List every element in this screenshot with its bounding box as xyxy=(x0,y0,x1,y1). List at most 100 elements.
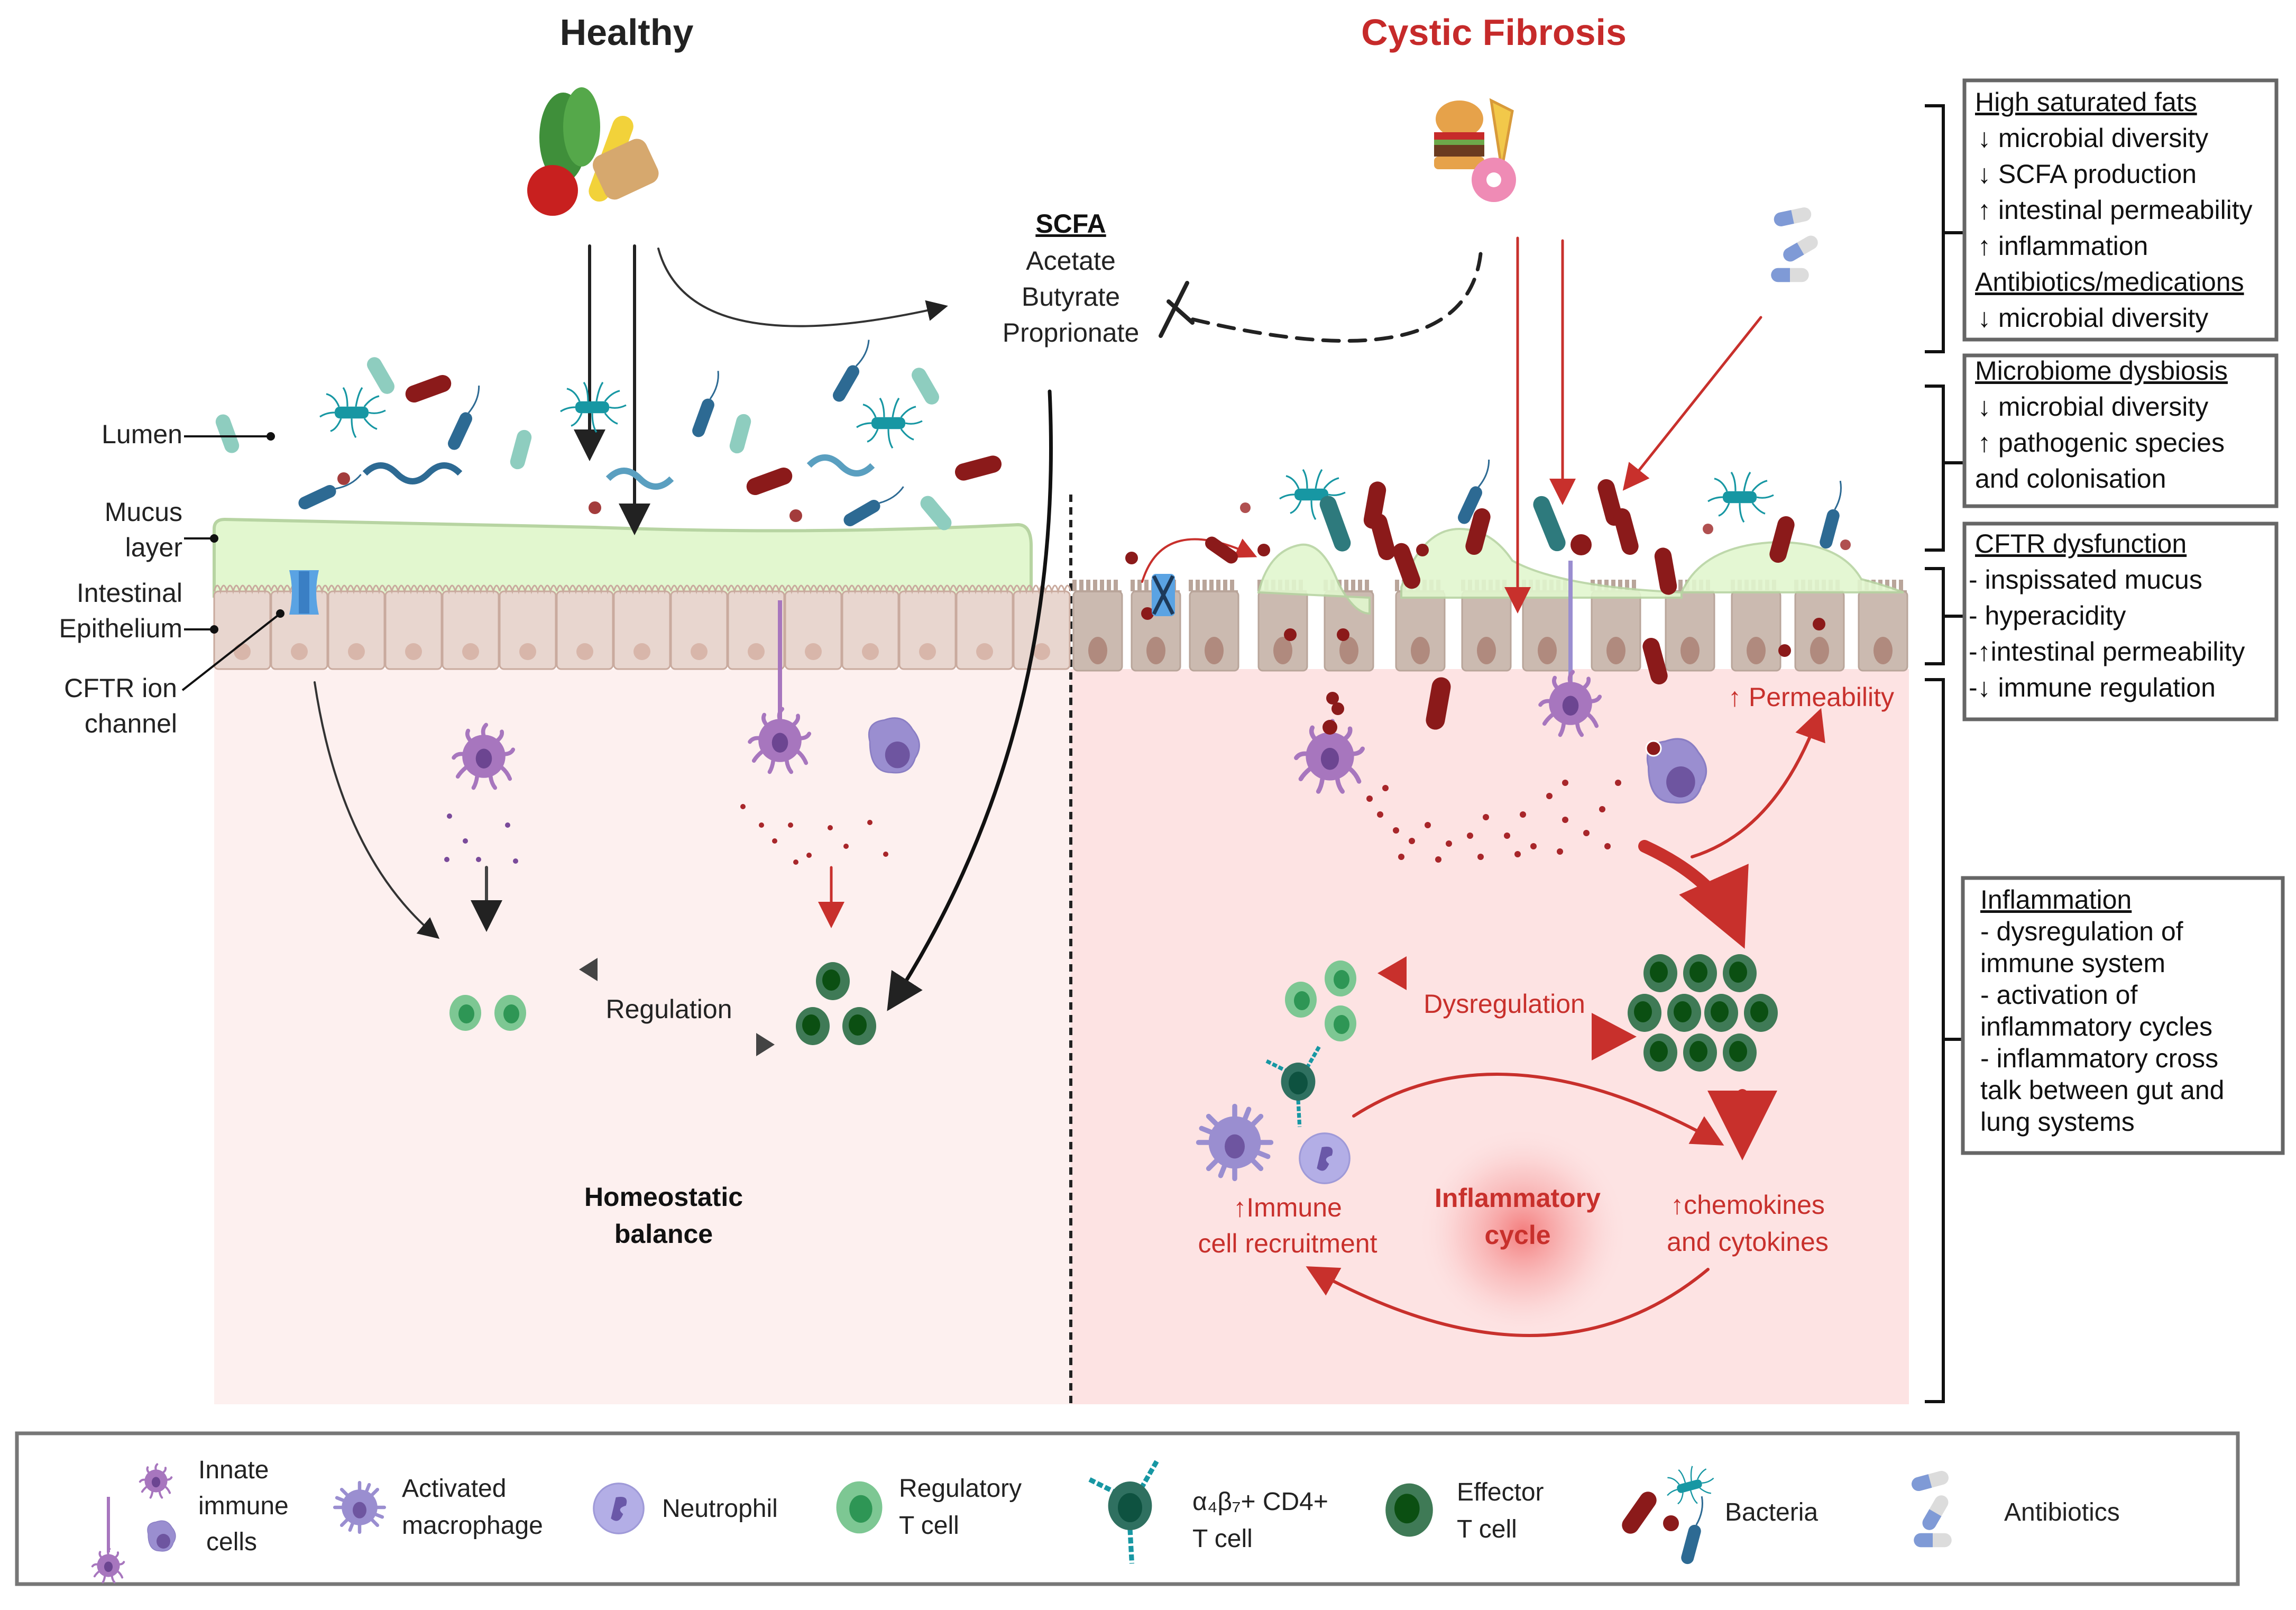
antibiotics-pills-icon xyxy=(1771,206,1821,282)
epithelial-cell xyxy=(613,584,672,670)
side-box-heading: Inflammation xyxy=(1980,885,2132,914)
immune-recruitment-label: ↑Immune xyxy=(1233,1193,1342,1222)
cf-immune-cells xyxy=(1199,561,1778,1184)
side-box-line: -↑intestinal permeability xyxy=(1969,637,2245,666)
legend-label: immune xyxy=(198,1492,289,1520)
cytokine-dot xyxy=(1446,840,1452,847)
cytokine-dot xyxy=(1514,851,1521,857)
effector-t-cell xyxy=(1744,994,1778,1032)
fast-food-icon xyxy=(1434,98,1516,202)
epithelial-cell xyxy=(1731,580,1781,672)
cytokine-dot xyxy=(1530,843,1537,849)
side-box-line: ↓ SCFA production xyxy=(1978,159,2197,189)
cf-title: Cystic Fibrosis xyxy=(1361,12,1627,53)
activated-macrophage-icon xyxy=(335,1483,384,1532)
effector-t-cell xyxy=(1723,1033,1757,1072)
mucus-label-2: layer xyxy=(125,533,182,562)
cftr-channel-dysfunctional-icon xyxy=(1152,574,1175,616)
regulatory-t-cell-icon xyxy=(836,1481,883,1534)
side-box-line: ↓ microbial diversity xyxy=(1978,123,2208,153)
legend-label: Regulatory xyxy=(899,1475,1022,1503)
scfa-heading: SCFA xyxy=(1035,209,1106,239)
cytokine-dot xyxy=(1382,785,1389,791)
epithelial-cell xyxy=(384,584,444,670)
effector-t-cell xyxy=(1683,954,1717,992)
epithelial-cell xyxy=(956,584,1015,670)
legend-label: α₄β₇+ CD4+ xyxy=(1192,1488,1328,1516)
epithelial-cell xyxy=(670,584,729,670)
chemokines-label: ↑chemokines xyxy=(1670,1190,1825,1220)
scfa-item: Acetate xyxy=(1026,246,1116,276)
regulation-label: Regulation xyxy=(605,994,732,1024)
arrows-healthy xyxy=(314,244,1053,1056)
cftr-channel-icon xyxy=(289,570,319,615)
legend-label: Antibiotics xyxy=(2004,1498,2120,1526)
epithelial-cell xyxy=(213,584,272,670)
side-box-line: - dysregulation of xyxy=(1980,917,2183,946)
side-box-line: - inspissated mucus xyxy=(1969,565,2202,594)
side-box-line: ↓ microbial diversity xyxy=(1978,392,2208,422)
side-box-line: talk between gut and xyxy=(1980,1075,2224,1105)
side-box-heading: Microbiome dysbiosis xyxy=(1975,356,2228,386)
side-box-line: ↑ inflammation xyxy=(1978,231,2148,261)
side-box-line: - hyperacidity xyxy=(1969,601,2126,630)
cytokine-dot xyxy=(1483,814,1489,820)
legend-label: T cell xyxy=(1192,1525,1253,1553)
side-box-heading: CFTR dysfunction xyxy=(1975,529,2187,559)
epithelial-cell xyxy=(841,584,901,670)
side-box-inflammation: Inflammation - dysregulation of immune s… xyxy=(1961,876,2285,1155)
cytokine-dot xyxy=(1425,822,1431,828)
cytokine-dot xyxy=(1477,854,1484,860)
permeability-label: ↑ Permeability xyxy=(1728,682,1894,712)
dysregulation-label: Dysregulation xyxy=(1423,989,1585,1019)
inflammatory-cycle-label-2: cycle xyxy=(1484,1220,1550,1250)
epithelial-cell xyxy=(442,584,501,670)
layer-labels: Lumen Mucus layer Intestinal Epithelium … xyxy=(59,419,284,738)
innate-immune-cells-icon xyxy=(93,1465,176,1582)
chemokines-label-2: and cytokines xyxy=(1667,1227,1829,1257)
epithelial-cell xyxy=(556,584,615,670)
healthy-immune-cells xyxy=(444,600,920,1045)
mucus-layer-healthy xyxy=(213,517,1033,598)
effector-t-cell xyxy=(1643,1033,1677,1072)
cytokine-dot xyxy=(1366,795,1373,802)
cytokine-dot xyxy=(1398,854,1404,860)
mucus-label: Mucus xyxy=(105,497,182,527)
cytokine-dot xyxy=(1377,811,1383,818)
homeostatic-label: Homeostatic xyxy=(584,1182,743,1212)
side-box-line: - activation of xyxy=(1980,980,2137,1010)
cytokine-dot xyxy=(1562,817,1568,823)
cytokine-dot xyxy=(1409,838,1415,844)
side-box-line: - inflammatory cross xyxy=(1980,1044,2218,1073)
cytokine-dot xyxy=(1562,780,1568,786)
healthy-title: Healthy xyxy=(560,12,694,53)
epithelial-cell xyxy=(1591,580,1641,672)
immune-recruitment-label-2: cell recruitment xyxy=(1198,1229,1377,1258)
lumen-label: Lumen xyxy=(102,419,182,449)
mucus-blob xyxy=(1257,543,1371,615)
brackets xyxy=(1925,104,1964,1403)
epithelial-cell xyxy=(727,584,786,670)
homeostatic-label-2: balance xyxy=(614,1219,713,1249)
effector-t-cell xyxy=(1683,1033,1717,1072)
side-box-line: lung systems xyxy=(1980,1107,2135,1137)
epithelial-cell xyxy=(1858,580,1908,672)
side-box-dysbiosis: Microbiome dysbiosis ↓ microbial diversi… xyxy=(1962,353,2279,508)
epithelium-label-2: Epithelium xyxy=(59,614,182,643)
lumen-bacteria-cf xyxy=(1125,457,1851,731)
scfa-label-group: SCFA Acetate Butyrate Proprionate xyxy=(1003,209,1140,347)
side-box-cftr: CFTR dysfunction - inspissated mucus - h… xyxy=(1962,522,2279,721)
effector-t-cell xyxy=(1643,954,1677,992)
side-box-line: immune system xyxy=(1980,948,2165,978)
side-box-diet-antibiotics: High saturated fats ↓ microbial diversit… xyxy=(1962,78,2279,342)
epithelial-cell xyxy=(327,584,387,670)
cftr-label-2: channel xyxy=(85,709,177,738)
lumen-bacteria-healthy xyxy=(213,336,1004,534)
lamina-propria-healthy xyxy=(214,669,1071,1404)
cftr-label: CFTR ion xyxy=(64,673,177,703)
effector-t-cell xyxy=(1704,994,1738,1032)
side-box-line: -↓ immune regulation xyxy=(1969,673,2216,702)
inflammation-glow xyxy=(1417,1127,1629,1338)
epithelial-cell xyxy=(784,584,843,670)
